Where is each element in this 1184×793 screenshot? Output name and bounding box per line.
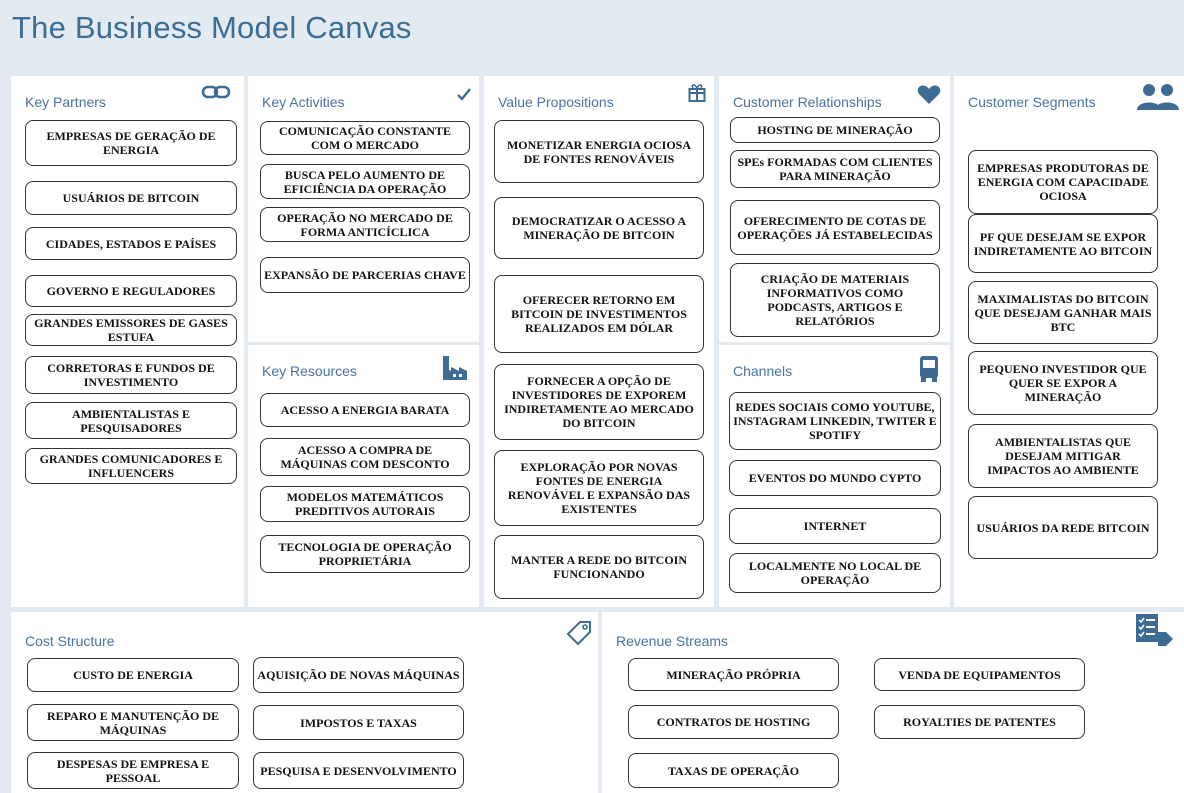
people-icon (1137, 84, 1179, 110)
customer-relationships-title: Customer Relationships (733, 94, 882, 110)
value-propositions-card-2: DEMOCRATIZAR O ACESSO A MINERAÇÃO DE BIT… (494, 197, 704, 259)
cost-structure-card-5: DESPESAS DE EMPRESA E PESSOAL (27, 752, 239, 789)
factory-icon (443, 356, 467, 380)
value-propositions-card-1: MONETIZAR ENERGIA OCIOSA DE FONTES RENOV… (494, 120, 704, 183)
link-icon (201, 85, 231, 99)
cost-structure-title: Cost Structure (25, 633, 115, 649)
channels-card-4: LOCALMENTE NO LOCAL DE OPERAÇÃO (729, 553, 941, 593)
cost-structure-card-2: AQUISIÇÃO DE NOVAS MÁQUINAS (253, 657, 464, 693)
value-propositions-card-5: EXPLORAÇÃO POR NOVAS FONTES DE ENERGIA R… (494, 450, 704, 526)
key-resources-panel: Key Resources ACESSO A ENERGIA BARATA AC… (248, 345, 479, 607)
cost-structure-card-1: CUSTO DE ENERGIA (27, 658, 239, 692)
customer-relationships-card-4: CRIAÇÃO DE MATERIAIS INFORMATIVOS COMO P… (730, 263, 940, 337)
channels-title: Channels (733, 363, 793, 379)
value-propositions-card-6: MANTER A REDE DO BITCOIN FUNCIONANDO (494, 535, 704, 599)
key-partners-card-7: AMBIENTALISTAS E PESQUISADORES (25, 402, 237, 439)
revenue-streams-card-1: MINERAÇÃO PRÓPRIA (628, 658, 839, 691)
revenue-streams-card-2: VENDA DE EQUIPAMENTOS (874, 658, 1085, 691)
cost-structure-card-3: REPARO E MANUTENÇÃO DE MÁQUINAS (27, 704, 239, 741)
key-partners-card-3: CIDADES, ESTADOS E PAÍSES (25, 227, 237, 260)
key-activities-panel: Key Activities COMUNICAÇÃO CONSTANTE COM… (248, 76, 479, 342)
key-partners-panel: Key Partners EMPRESAS DE GERAÇÃO DE ENER… (11, 76, 244, 607)
key-activities-card-1: COMUNICAÇÃO CONSTANTE COM O MERCADO (260, 121, 470, 155)
customer-segments-card-1: EMPRESAS PRODUTORAS DE ENERGIA COM CAPAC… (968, 150, 1158, 214)
value-propositions-title: Value Propositions (498, 94, 614, 110)
customer-segments-card-4: PEQUENO INVESTIDOR QUE QUER SE EXPOR A M… (968, 351, 1158, 415)
customer-relationships-card-3: OFERECIMENTO DE COTAS DE OPERAÇÕES JÁ ES… (730, 200, 940, 255)
key-resources-card-2: ACESSO A COMPRA DE MÁQUINAS COM DESCONTO (260, 438, 470, 476)
revenue-streams-panel: Revenue Streams MINERAÇÃO PRÓPRIA VENDA … (602, 612, 1184, 793)
value-propositions-card-4: FORNECER A OPÇÃO DE INVESTIDORES DE EXPO… (494, 364, 704, 440)
key-resources-card-4: TECNOLOGIA DE OPERAÇÃO PROPRIETÁRIA (260, 535, 470, 573)
value-propositions-card-3: OFERECER RETORNO EM BITCOIN DE INVESTIME… (494, 275, 704, 353)
revenue-streams-card-3: CONTRATOS DE HOSTING (628, 705, 839, 739)
customer-segments-panel: Customer Segments EMPRESAS PRODUTORAS DE… (954, 76, 1184, 607)
key-partners-card-5: GRANDES EMISSORES DE GASES ESTUFA (25, 314, 237, 346)
key-resources-title: Key Resources (262, 363, 357, 379)
key-activities-title: Key Activities (262, 94, 345, 110)
gift-icon (688, 84, 706, 102)
value-propositions-panel: Value Propositions MONETIZAR ENERGIA OCI… (484, 76, 714, 607)
revenue-streams-card-4: ROYALTIES DE PATENTES (874, 705, 1085, 739)
key-partners-card-4: GOVERNO E REGULADORES (25, 275, 237, 307)
revenue-streams-card-5: TAXAS DE OPERAÇÃO (628, 753, 839, 788)
cost-structure-card-6: PESQUISA E DESENVOLVIMENTO (253, 752, 464, 789)
check-icon (457, 88, 471, 101)
customer-relationships-card-1: HOSTING DE MINERAÇÃO (730, 117, 940, 143)
key-activities-card-3: OPERAÇÃO NO MERCADO DE FORMA ANTICÍCLICA (260, 207, 470, 242)
channels-card-2: EVENTOS DO MUNDO CYPTO (729, 460, 941, 496)
revenue-streams-title: Revenue Streams (616, 633, 729, 649)
customer-segments-title: Customer Segments (968, 94, 1096, 110)
customer-segments-card-2: PF QUE DESEJAM SE EXPOR INDIRETAMENTE AO… (968, 214, 1158, 273)
heart-icon (917, 85, 941, 104)
cost-structure-card-4: IMPOSTOS E TAXAS (253, 705, 464, 740)
key-partners-card-8: GRANDES COMUNICADORES E INFLUENCERS (25, 448, 237, 484)
key-activities-card-4: EXPANSÃO DE PARCERIAS CHAVE (260, 257, 470, 293)
tag-icon (566, 621, 591, 646)
key-partners-card-1: EMPRESAS DE GERAÇÃO DE ENERGIA (25, 120, 237, 166)
checklist-icon (1136, 614, 1173, 646)
customer-segments-card-6: USUÁRIOS DA REDE BITCOIN (968, 496, 1158, 559)
key-partners-card-6: CORRETORAS E FUNDOS DE INVESTIMENTO (25, 356, 237, 394)
customer-relationships-card-2: SPEs FORMADAS COM CLIENTES PARA MINERAÇÃ… (730, 150, 940, 188)
customer-segments-card-3: MAXIMALISTAS DO BITCOIN QUE DESEJAM GANH… (968, 281, 1158, 344)
channels-card-1: REDES SOCIAIS COMO YOUTUBE, INSTAGRAM LI… (729, 392, 941, 450)
truck-icon (920, 356, 938, 382)
customer-segments-card-5: AMBIENTALISTAS QUE DESEJAM MITIGAR IMPAC… (968, 424, 1158, 488)
key-partners-card-2: USUÁRIOS DE BITCOIN (25, 181, 237, 215)
channels-card-3: INTERNET (729, 508, 941, 544)
key-activities-card-2: BUSCA PELO AUMENTO DE EFICIÊNCIA DA OPER… (260, 164, 470, 199)
cost-structure-panel: Cost Structure CUSTO DE ENERGIA AQUISIÇÃ… (11, 612, 598, 793)
page-title: The Business Model Canvas (12, 10, 412, 45)
key-partners-title: Key Partners (25, 94, 106, 110)
customer-relationships-panel: Customer Relationships HOSTING DE MINERA… (719, 76, 950, 342)
channels-panel: Channels REDES SOCIAIS COMO YOUTUBE, INS… (719, 345, 950, 607)
key-resources-card-3: MODELOS MATEMÁTICOS PREDITIVOS AUTORAIS (260, 486, 470, 522)
key-resources-card-1: ACESSO A ENERGIA BARATA (260, 393, 470, 427)
